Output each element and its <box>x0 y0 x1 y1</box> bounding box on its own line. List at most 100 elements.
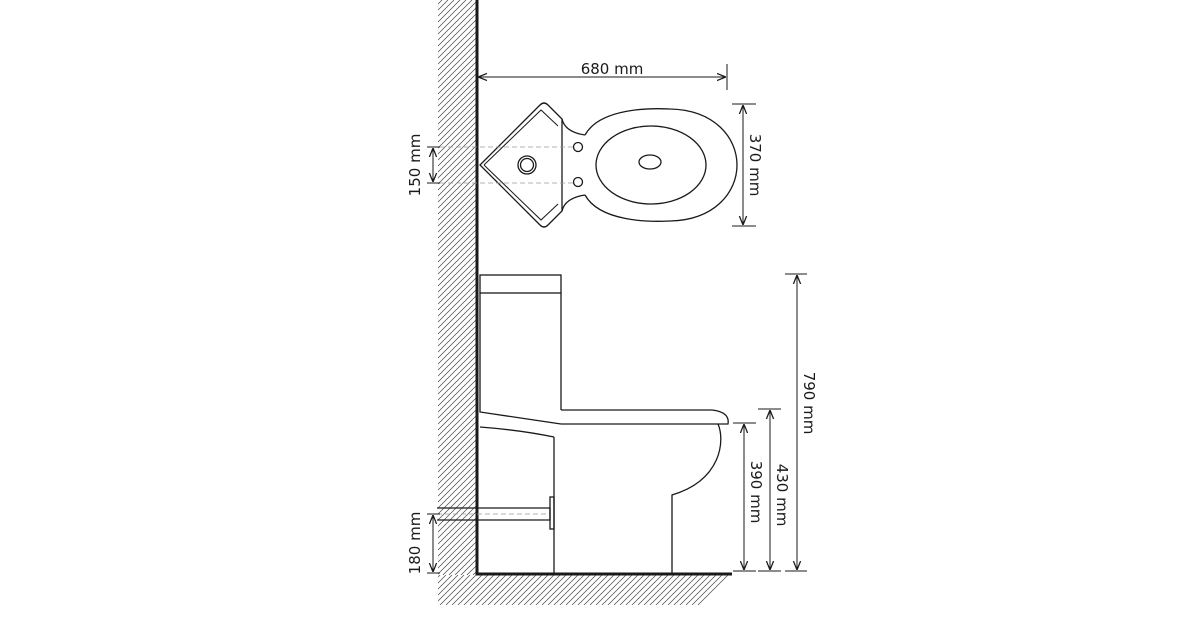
hatch-stroke <box>438 325 476 365</box>
hatch-stroke <box>438 271 476 311</box>
hatch-stroke <box>709 575 730 605</box>
hatch-stroke <box>1103 0 1200 575</box>
hatch-stroke <box>200 575 230 605</box>
hatch-stroke <box>647 0 1200 575</box>
hatch-stroke <box>1031 0 1200 575</box>
hatch-stroke <box>290 575 320 605</box>
hatch-stroke <box>878 575 908 605</box>
hatch-stroke <box>438 277 476 317</box>
hatch-stroke <box>1085 0 1200 575</box>
hatch-stroke <box>794 575 824 605</box>
hatch-stroke <box>667 575 699 605</box>
hatch-stroke <box>438 409 476 449</box>
hatch-stroke <box>206 575 236 605</box>
hatch-stroke <box>266 575 296 605</box>
hatch-stroke <box>457 575 489 605</box>
hatch-stroke <box>152 575 182 605</box>
hatch-stroke <box>569 0 1144 575</box>
hatch-stroke <box>164 575 194 605</box>
hatch-stroke <box>479 0 1054 575</box>
hatch-stroke <box>1175 0 1200 575</box>
hatch-stroke <box>749 0 1200 575</box>
hatch-stroke <box>230 575 260 605</box>
hatch-stroke <box>438 529 476 569</box>
hatch-stroke <box>438 445 476 485</box>
hatch-stroke <box>248 575 278 605</box>
hatch-stroke <box>1037 0 1200 575</box>
hatch-stroke <box>438 337 476 377</box>
hatch-stroke <box>438 139 476 179</box>
hatch-stroke <box>438 575 441 605</box>
hatch-stroke <box>515 0 1090 575</box>
hatch-stroke <box>535 575 567 605</box>
hatch-stroke <box>605 0 1180 575</box>
hatch-stroke <box>242 575 272 605</box>
hatch-stroke <box>451 575 483 605</box>
hatch-stroke <box>438 61 476 101</box>
hatch-stroke <box>989 0 1200 575</box>
hatch-stroke <box>527 0 1102 575</box>
hatch-stroke <box>438 295 476 335</box>
hatch-stroke <box>134 575 164 605</box>
hatch-stroke <box>659 0 1200 575</box>
hatch-stroke <box>438 307 476 347</box>
hatch-stroke <box>1052 575 1082 605</box>
hatch-stroke <box>974 575 1004 605</box>
hatch-stroke <box>1058 575 1088 605</box>
hatch-stroke <box>176 575 206 605</box>
hatch-stroke <box>950 575 980 605</box>
hatch-stroke <box>685 575 717 605</box>
hatch-stroke <box>740 575 770 605</box>
hatch-stroke <box>438 511 476 551</box>
hatch-stroke <box>438 457 476 497</box>
hatch-stroke <box>761 0 1200 575</box>
hatch-stroke <box>296 575 326 605</box>
hatch-stroke <box>1001 0 1200 575</box>
hatch-stroke <box>284 575 314 605</box>
hatch-stroke <box>821 0 1200 575</box>
hatch-stroke <box>1082 575 1112 605</box>
hatch-stroke <box>727 575 730 605</box>
hatch-stroke <box>971 0 1200 575</box>
hatch-stroke <box>613 575 645 605</box>
hatch-stroke <box>1049 0 1200 575</box>
hatch-stroke <box>338 575 368 605</box>
hatch-stroke <box>438 49 476 89</box>
hatch-stroke <box>194 575 224 605</box>
hatch-stroke <box>438 493 476 533</box>
hatch-stroke <box>643 575 675 605</box>
dim-label-depth: 370 mm <box>746 134 764 197</box>
wall-hatch <box>0 0 1200 575</box>
hatch-stroke <box>565 575 597 605</box>
hatch-stroke <box>438 169 476 209</box>
hatch-stroke <box>438 463 476 503</box>
hatch-stroke <box>854 575 884 605</box>
dimension-390-bowl-height: 390 mm <box>733 422 765 572</box>
hatch-stroke <box>869 0 1200 575</box>
hatch-stroke <box>833 0 1200 575</box>
hatch-stroke <box>438 475 476 515</box>
hatch-stroke <box>362 575 392 605</box>
hatch-stroke <box>0 0 412 575</box>
hatch-stroke <box>438 13 476 53</box>
dim-label-outlet-height: 180 mm <box>406 512 424 575</box>
hatch-stroke <box>962 575 992 605</box>
toilet-side-view <box>437 274 729 574</box>
hatch-stroke <box>956 575 986 605</box>
hatch-stroke <box>1133 0 1200 575</box>
hatch-stroke <box>539 0 1114 575</box>
hatch-stroke <box>170 575 200 605</box>
hatch-stroke <box>884 575 914 605</box>
hatch-stroke <box>764 575 794 605</box>
hatch-stroke <box>438 301 476 341</box>
hatch-stroke <box>818 575 848 605</box>
hatch-stroke <box>785 0 1200 575</box>
hatch-stroke <box>0 0 430 575</box>
hatch-stroke <box>758 575 788 605</box>
dimension-180-outlet-height: 180 mm <box>406 512 440 575</box>
hatch-stroke <box>314 575 344 605</box>
hatch-stroke <box>703 575 730 605</box>
hatch-stroke <box>278 575 308 605</box>
hatch-stroke <box>1193 0 1200 575</box>
hatch-stroke <box>344 575 374 605</box>
